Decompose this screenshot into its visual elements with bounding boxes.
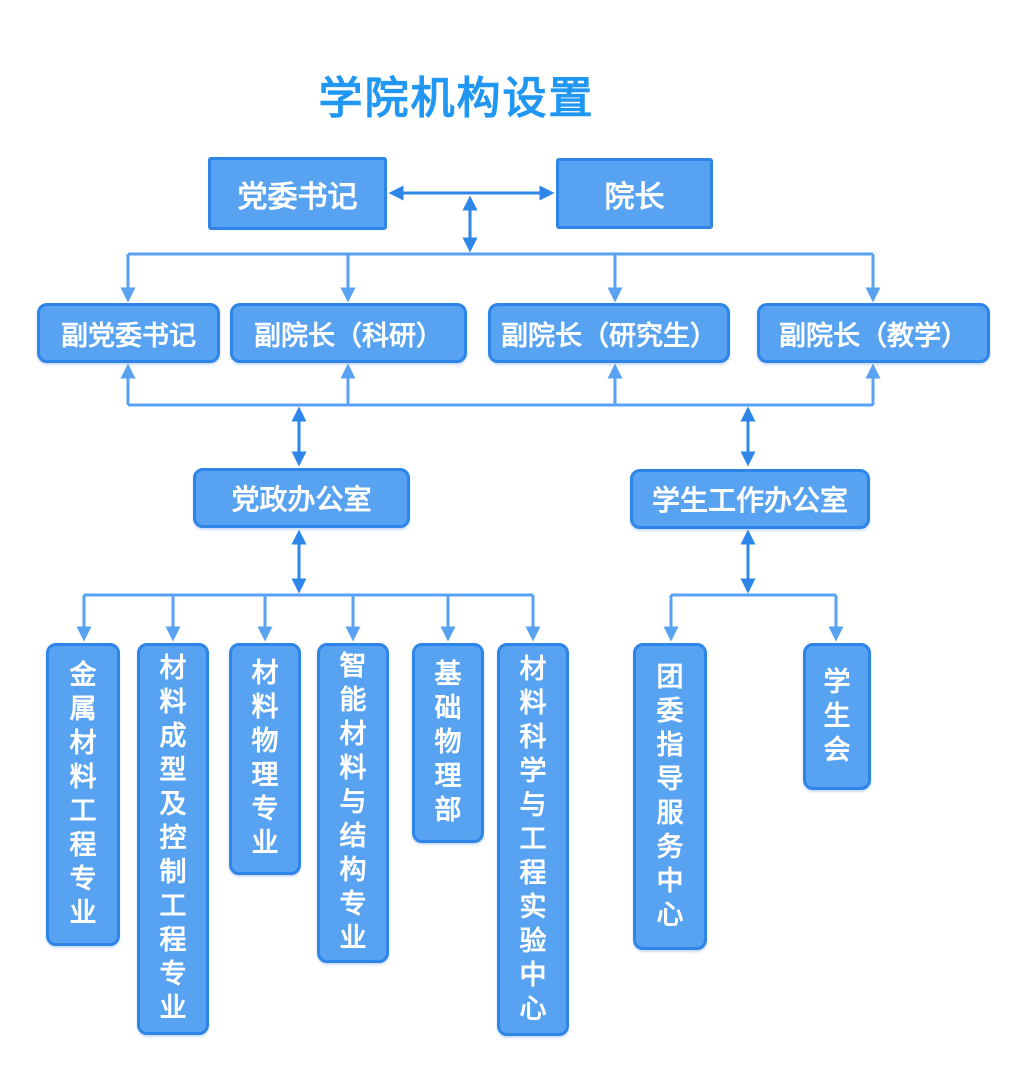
node-youth-league-center: 团委指导服务中心: [633, 643, 707, 950]
node-label: 基础物理部: [434, 659, 462, 826]
node-label: 金属材料工程专业: [69, 659, 97, 929]
node-vice-dean-graduate: 副院长（研究生）: [488, 303, 730, 363]
node-label: 材料物理专业: [251, 658, 279, 859]
node-smart-materials-major: 智能材料与结构专业: [317, 643, 389, 963]
node-dean: 院长: [556, 158, 713, 229]
node-party-secretary: 党委书记: [208, 157, 387, 230]
node-student-affairs-office: 学生工作办公室: [630, 469, 870, 529]
page-title: 学院机构设置: [318, 73, 595, 124]
node-label: 智能材料与结构专业: [339, 651, 367, 954]
node-label: 团委指导服务中心: [656, 661, 684, 931]
node-label: 学生会: [823, 666, 851, 766]
node-party-admin-office: 党政办公室: [193, 468, 410, 528]
node-label: 材料科学与工程实验中心: [519, 653, 547, 1025]
node-vice-dean-teaching: 副院长（教学）: [757, 303, 990, 363]
node-basic-physics-dept: 基础物理部: [412, 643, 484, 843]
node-materials-physics-major: 材料物理专业: [229, 643, 301, 875]
node-metal-materials-major: 金属材料工程专业: [46, 643, 120, 946]
node-deputy-party-secretary: 副党委书记: [37, 303, 220, 363]
node-label: 材料成型及控制工程专业: [159, 653, 187, 1024]
node-materials-forming-major: 材料成型及控制工程专业: [137, 643, 209, 1035]
node-vice-dean-research: 副院长（科研）: [230, 303, 467, 363]
node-materials-lab-center: 材料科学与工程实验中心: [497, 643, 569, 1036]
node-student-union: 学生会: [803, 643, 871, 790]
